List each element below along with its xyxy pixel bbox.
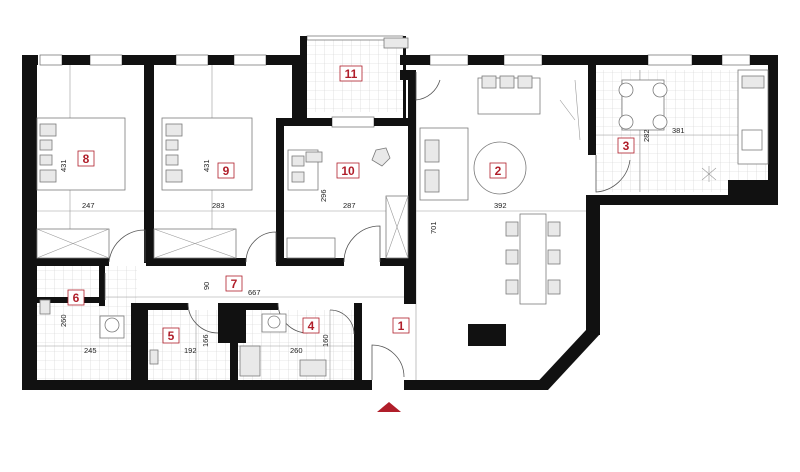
dim-room2-height: 701 — [429, 221, 438, 234]
svg-text:9: 9 — [223, 164, 230, 178]
dim-room4-height: 160 — [321, 334, 330, 347]
dimension-labels: 247 431 283 431 287 296 392 701 381 282 … — [59, 126, 685, 355]
svg-text:10: 10 — [341, 164, 355, 178]
dim-room3-height: 282 — [642, 129, 651, 142]
svg-text:5: 5 — [168, 329, 175, 343]
room-labels: 1 2 3 4 5 6 7 8 9 10 11 — [67, 65, 635, 344]
room-label-10: 10 — [336, 162, 360, 179]
svg-text:3: 3 — [623, 139, 630, 153]
dim-room9-width: 283 — [212, 201, 225, 210]
room-label-5: 5 — [162, 327, 180, 344]
svg-text:11: 11 — [345, 67, 358, 81]
furniture — [36, 37, 769, 377]
svg-text:4: 4 — [308, 319, 315, 333]
dim-room5-height: 166 — [201, 334, 210, 347]
svg-text:6: 6 — [73, 291, 80, 305]
svg-text:2: 2 — [495, 164, 502, 178]
dim-room9-height: 431 — [202, 159, 211, 172]
svg-text:8: 8 — [83, 152, 90, 166]
room-label-1: 1 — [392, 317, 410, 334]
dim-room8-width: 247 — [82, 201, 95, 210]
dim-room10-width: 287 — [343, 201, 356, 210]
room-label-9: 9 — [217, 162, 235, 179]
dim-room5-width: 192 — [184, 346, 197, 355]
room-label-6: 6 — [67, 289, 85, 306]
dim-room6-width: 245 — [84, 346, 97, 355]
svg-text:7: 7 — [231, 277, 238, 291]
dim-room8-height: 431 — [59, 159, 68, 172]
room-label-7: 7 — [225, 275, 243, 292]
dim-room10-height: 296 — [319, 189, 328, 202]
dim-room7-width: 667 — [248, 288, 261, 297]
dim-room6-height: 260 — [59, 314, 68, 327]
room-label-8: 8 — [77, 150, 95, 167]
room-label-11: 11 — [339, 65, 363, 82]
room-label-2: 2 — [489, 162, 507, 179]
entrance-arrow-icon — [377, 402, 401, 412]
room-label-3: 3 — [617, 137, 635, 154]
room-label-4: 4 — [302, 317, 320, 334]
doors — [104, 72, 631, 380]
dim-room3-width: 381 — [672, 126, 685, 135]
dim-room7-height: 90 — [202, 282, 211, 290]
svg-text:1: 1 — [398, 319, 405, 333]
dim-room2-width: 392 — [494, 201, 507, 210]
dim-room4-width: 260 — [290, 346, 303, 355]
